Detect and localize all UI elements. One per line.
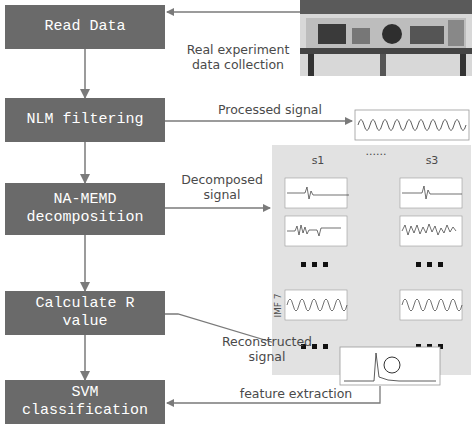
flow-arrow bbox=[84, 49, 86, 98]
process-box: Read Data bbox=[5, 5, 165, 49]
annotation-label: Decomposed signal bbox=[176, 172, 268, 202]
annotation-label: s1 bbox=[306, 153, 330, 168]
flow-arrow bbox=[84, 142, 86, 183]
box-text: NA-MEMD decomposition bbox=[11, 191, 159, 227]
flow-arrow bbox=[84, 335, 86, 380]
process-box: NLM filtering bbox=[5, 98, 165, 142]
annotation-label: ...... bbox=[356, 144, 396, 159]
box-text: Calculate R value bbox=[11, 295, 159, 331]
annotation-label: s3 bbox=[420, 153, 444, 168]
experiment-photo bbox=[300, 0, 472, 76]
leader-arrow bbox=[167, 386, 380, 403]
annotation-label: IMF 7 bbox=[271, 286, 286, 326]
process-box: SVM classification bbox=[5, 380, 165, 424]
signal-plot bbox=[355, 110, 469, 140]
leader-arrow bbox=[165, 207, 270, 208]
process-box: Calculate R value bbox=[5, 291, 165, 335]
reconstructed-plot bbox=[340, 347, 440, 385]
leader-arrow bbox=[167, 11, 300, 12]
box-text: SVM classification bbox=[11, 384, 159, 420]
annotation-label: Processed signal bbox=[205, 102, 335, 117]
leader-arrow bbox=[165, 120, 352, 121]
annotation-label: Real experiment data collection bbox=[176, 42, 300, 72]
box-text: Read Data bbox=[44, 18, 125, 36]
process-box: NA-MEMD decomposition bbox=[5, 183, 165, 235]
box-text: NLM filtering bbox=[26, 111, 143, 129]
annotation-label: Reconstructed signal bbox=[212, 334, 322, 364]
annotation-label: feature extraction bbox=[226, 386, 366, 401]
flow-arrow bbox=[84, 235, 86, 291]
